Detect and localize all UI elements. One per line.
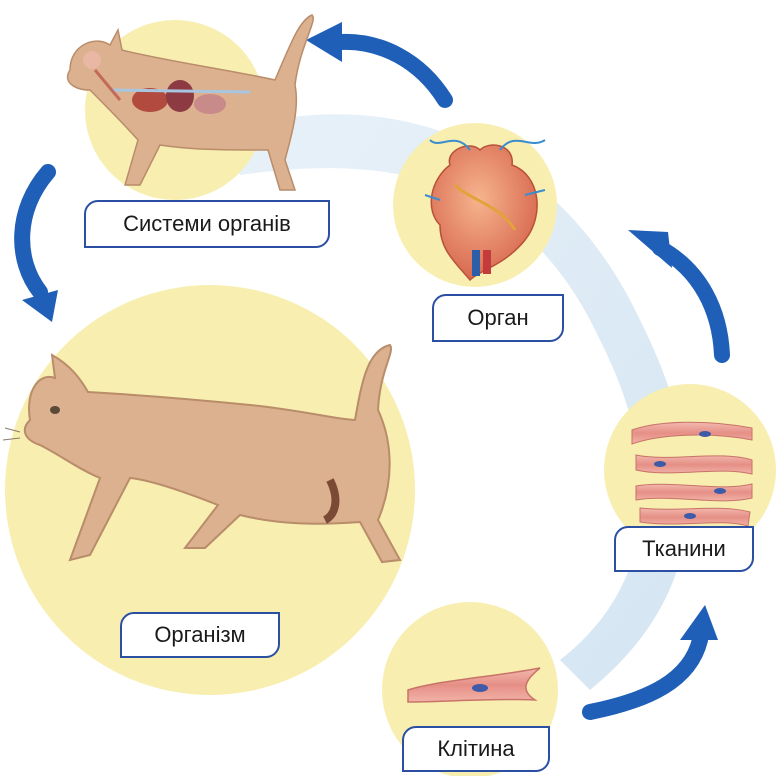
organ-label: Орган xyxy=(432,294,564,342)
arrow-organ-to-systems-icon xyxy=(306,22,445,100)
cell-label: Клітина xyxy=(402,726,550,772)
organism-label: Організм xyxy=(120,612,280,658)
organ-systems-label: Системи органів xyxy=(84,200,330,248)
tissues-label: Тканини xyxy=(614,526,754,572)
arrow-systems-to-organism-icon xyxy=(22,172,58,322)
